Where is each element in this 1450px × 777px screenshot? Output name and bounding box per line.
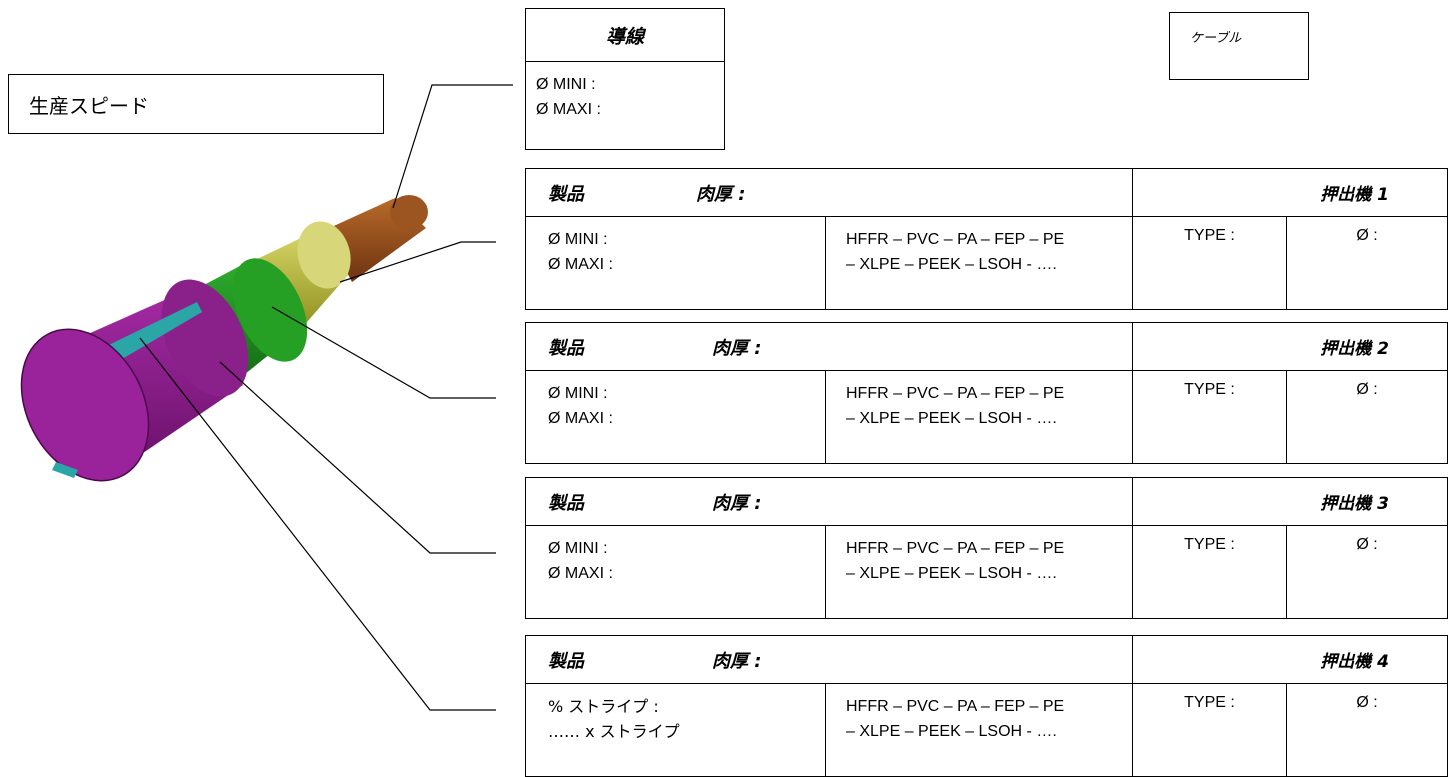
- diameter-label: Ø :: [1356, 227, 1378, 244]
- materials-line-1: HFFR – PVC – PA – FEP – PE: [846, 231, 1065, 248]
- max-label: Ø MAXI :: [548, 256, 613, 273]
- min-label: Ø MINI :: [548, 231, 608, 248]
- product-label: 製品: [548, 337, 584, 359]
- product-label: 製品: [548, 183, 584, 205]
- cable-label: ケーブル: [1190, 31, 1242, 46]
- production-speed-label: 生産スピード: [29, 93, 149, 118]
- diameter-label: Ø :: [1356, 536, 1378, 553]
- conductor-min-label: Ø MINI :: [536, 76, 596, 93]
- materials-line-2: – XLPE – PEEK – LSOH - ….: [846, 410, 1057, 427]
- production-speed-box: 生産スピード: [8, 74, 384, 134]
- thickness-label: 肉厚 :: [712, 650, 762, 672]
- outer-jacket: [20, 279, 249, 482]
- thickness-label: 肉厚 :: [712, 337, 762, 359]
- materials-line-1: HFFR – PVC – PA – FEP – PE: [846, 385, 1065, 402]
- max-label: Ø MAXI :: [548, 565, 613, 582]
- max-label: Ø MAXI :: [548, 410, 613, 427]
- extruder-layer-2: 製品 肉厚 : 押出機 2 Ø MINI : Ø MAXI : HFFR – P…: [525, 322, 1448, 464]
- product-label: 製品: [548, 650, 584, 672]
- type-label: TYPE :: [1133, 217, 1287, 309]
- insulation-layer-1: [255, 221, 351, 330]
- materials-line-1: HFFR – PVC – PA – FEP – PE: [846, 698, 1065, 715]
- min-label: Ø MINI :: [548, 540, 608, 557]
- extruder-label: 押出機 2: [1133, 323, 1447, 371]
- thickness-label: 肉厚 :: [712, 492, 762, 514]
- type-label: TYPE :: [1133, 684, 1287, 776]
- extruder-layer-3: 製品 肉厚 : 押出機 3 Ø MINI : Ø MAXI : HFFR – P…: [525, 477, 1448, 619]
- materials-line-2: – XLPE – PEEK – LSOH - ….: [846, 256, 1057, 273]
- materials-line-2: – XLPE – PEEK – LSOH - ….: [846, 565, 1057, 582]
- extruder-layer-4: 製品 肉厚 : 押出機 4 % ストライプ : …… x ストライプ HFFR …: [525, 635, 1448, 777]
- min-label: Ø MINI :: [548, 385, 608, 402]
- diameter-label: Ø :: [1356, 694, 1378, 711]
- product-label: 製品: [548, 492, 584, 514]
- stripe-count-label: …… x ストライプ: [548, 722, 680, 741]
- extruder-layer-1: 製品 肉厚 : 押出機 1 Ø MINI : Ø MAXI : HFFR – P…: [525, 168, 1448, 310]
- stripe-percent-label: % ストライプ :: [548, 697, 659, 716]
- type-label: TYPE :: [1133, 371, 1287, 463]
- conductor-title: 導線: [526, 9, 724, 62]
- thickness-label: 肉厚 :: [696, 183, 746, 205]
- materials-line-2: – XLPE – PEEK – LSOH - ….: [846, 723, 1057, 740]
- cable-box: ケーブル: [1169, 12, 1309, 80]
- diameter-label: Ø :: [1356, 381, 1378, 398]
- extruder-label: 押出機 4: [1133, 636, 1447, 684]
- materials-line-1: HFFR – PVC – PA – FEP – PE: [846, 540, 1065, 557]
- extruder-label: 押出機 1: [1133, 169, 1447, 217]
- leader-lines: [139, 84, 513, 711]
- conductor-max-label: Ø MAXI :: [536, 101, 601, 118]
- type-label: TYPE :: [1133, 526, 1287, 618]
- extruder-label: 押出機 3: [1133, 478, 1447, 526]
- conductor-box: 導線 Ø MINI : Ø MAXI :: [525, 8, 725, 150]
